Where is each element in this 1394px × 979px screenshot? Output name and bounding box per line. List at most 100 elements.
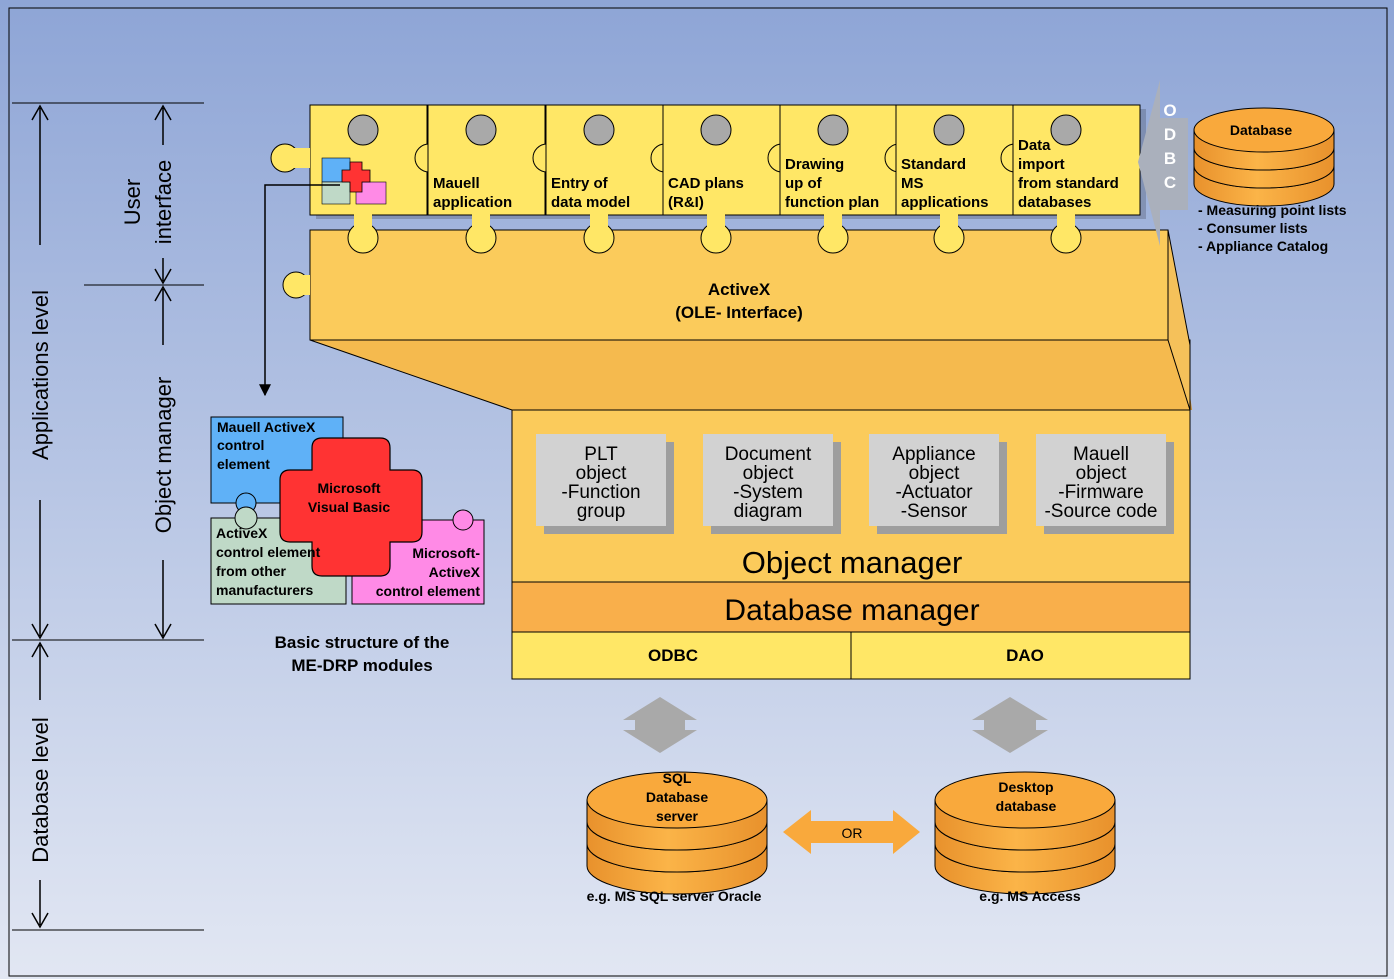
external-database-item: - Consumer lists bbox=[1198, 220, 1308, 236]
sql-database-cylinder bbox=[586, 771, 768, 895]
object-box-label: Mauell bbox=[1073, 444, 1129, 465]
object-box-label: group bbox=[577, 501, 626, 522]
external-database-item: - Appliance Catalog bbox=[1198, 238, 1328, 254]
ui-tile-label: Standard bbox=[901, 156, 966, 173]
ui-tile-label: MS bbox=[901, 175, 924, 192]
desktop-db-caption: e.g. MS Access bbox=[979, 888, 1081, 904]
object-box-label: -System bbox=[733, 482, 803, 503]
object-box-label: object bbox=[909, 463, 960, 484]
object-manager-block: PLTobject-FunctiongroupDocumentobject-Sy… bbox=[511, 409, 1191, 583]
odbc-arrow: O D B C bbox=[1138, 80, 1188, 246]
legend-puzzle: Mauell ActiveX control element Microsoft… bbox=[210, 184, 485, 675]
legend-vb-text: Microsoft bbox=[318, 480, 381, 496]
desktop-db-label: database bbox=[996, 798, 1057, 814]
connector-arrows bbox=[623, 697, 1048, 753]
activex-subtitle: (OLE- Interface) bbox=[675, 303, 803, 322]
object-box-label: diagram bbox=[734, 501, 803, 522]
object-box-label: object bbox=[576, 463, 627, 484]
or-label: OR bbox=[842, 825, 863, 841]
user-interface-label-line1: User bbox=[120, 179, 145, 225]
or-arrow: OR bbox=[783, 810, 920, 854]
object-box-label: object bbox=[743, 463, 794, 484]
desktop-database-cylinder bbox=[934, 771, 1116, 895]
activex-title: ActiveX bbox=[708, 280, 771, 299]
legend-caption: Basic structure of the bbox=[275, 633, 450, 652]
legend-pointer-arrow bbox=[259, 184, 340, 397]
ui-tile-label: Entry of bbox=[551, 175, 609, 192]
sql-db-label: Database bbox=[646, 789, 708, 805]
user-interface-label-line2: interface bbox=[151, 160, 176, 244]
sql-db-label: SQL bbox=[663, 770, 692, 786]
ui-tile-label: applications bbox=[901, 194, 989, 211]
dao-interface-label: DAO bbox=[1006, 646, 1044, 665]
dao-double-arrow bbox=[972, 697, 1048, 753]
legend-other-text: ActiveX bbox=[216, 525, 268, 541]
mini-puzzle-icon bbox=[321, 157, 387, 205]
legend-mauell-text: Mauell ActiveX bbox=[217, 419, 316, 435]
visual-basic-piece bbox=[279, 437, 423, 577]
sql-db-label: server bbox=[656, 808, 699, 824]
ui-tile-label: CAD plans bbox=[668, 175, 744, 192]
legend-mauell-text: control bbox=[217, 437, 264, 453]
object-box-label: object bbox=[1076, 463, 1127, 484]
legend-caption: ME-DRP modules bbox=[291, 656, 432, 675]
database-manager-title: Database manager bbox=[724, 594, 979, 627]
ui-tile-label: Drawing bbox=[785, 156, 844, 173]
legend-ms-text: Microsoft- bbox=[412, 545, 480, 561]
desktop-db-label: Desktop bbox=[998, 779, 1053, 795]
level-arrows bbox=[31, 104, 172, 929]
level-axis bbox=[12, 102, 204, 931]
interface-row: ODBC DAO bbox=[511, 631, 1191, 680]
ui-tile-label: Mauell bbox=[433, 175, 480, 192]
object-box-label: -Firmware bbox=[1058, 482, 1144, 503]
external-database-item: - Measuring point lists bbox=[1198, 202, 1347, 218]
ui-tile-label: from standard bbox=[1018, 175, 1119, 192]
odbc-letter: O bbox=[1163, 101, 1176, 120]
external-database-cylinder bbox=[1193, 107, 1335, 207]
object-box-label: -Actuator bbox=[895, 482, 973, 503]
activex-block: ActiveX (OLE- Interface) bbox=[309, 229, 1192, 411]
object-box-label: -Sensor bbox=[901, 501, 968, 522]
odbc-interface-label: ODBC bbox=[648, 646, 698, 665]
ui-tile: Data import from standard databases bbox=[1012, 104, 1141, 254]
ui-tile-label: databases bbox=[1018, 194, 1091, 211]
applications-level-label: Applications level bbox=[28, 290, 53, 460]
sql-db-caption: e.g. MS SQL server Oracle bbox=[587, 888, 762, 904]
ui-tile-label: data model bbox=[551, 194, 630, 211]
ui-tile bbox=[270, 104, 444, 254]
legend-other-text: manufacturers bbox=[216, 582, 313, 598]
object-manager-title: Object manager bbox=[742, 545, 963, 580]
object-box-label: -Source code bbox=[1044, 501, 1157, 522]
outer-frame bbox=[8, 7, 1388, 977]
object-box-label: Appliance bbox=[892, 444, 975, 465]
ui-puzzle-row: Mauell application Entry of data model CAD p… bbox=[270, 104, 1146, 254]
external-database-label: Database bbox=[1230, 122, 1292, 138]
object-box-label: Document bbox=[725, 444, 812, 465]
ui-tile-label: import bbox=[1018, 156, 1065, 173]
odbc-letter: D bbox=[1164, 125, 1176, 144]
activex-left-knob bbox=[282, 271, 310, 299]
odbc-double-arrow bbox=[623, 697, 697, 753]
ui-tile-label: application bbox=[433, 194, 512, 211]
object-manager-level-label: Object manager bbox=[151, 377, 176, 534]
legend-ms-text: ActiveX bbox=[429, 564, 481, 580]
ui-tile-label: function plan bbox=[785, 194, 879, 211]
ui-tile-label: Data bbox=[1018, 137, 1051, 154]
database-level-label: Database level bbox=[28, 717, 53, 863]
legend-ms-text: control element bbox=[376, 583, 481, 599]
legend-mauell-text: element bbox=[217, 456, 270, 472]
object-box-label: PLT bbox=[584, 444, 618, 465]
legend-vb-text: Visual Basic bbox=[308, 499, 390, 515]
ui-tile-label: (R&I) bbox=[668, 194, 704, 211]
legend-other-text: from other bbox=[216, 563, 287, 579]
odbc-letter: B bbox=[1164, 149, 1176, 168]
database-manager-block: Database manager bbox=[511, 581, 1191, 633]
